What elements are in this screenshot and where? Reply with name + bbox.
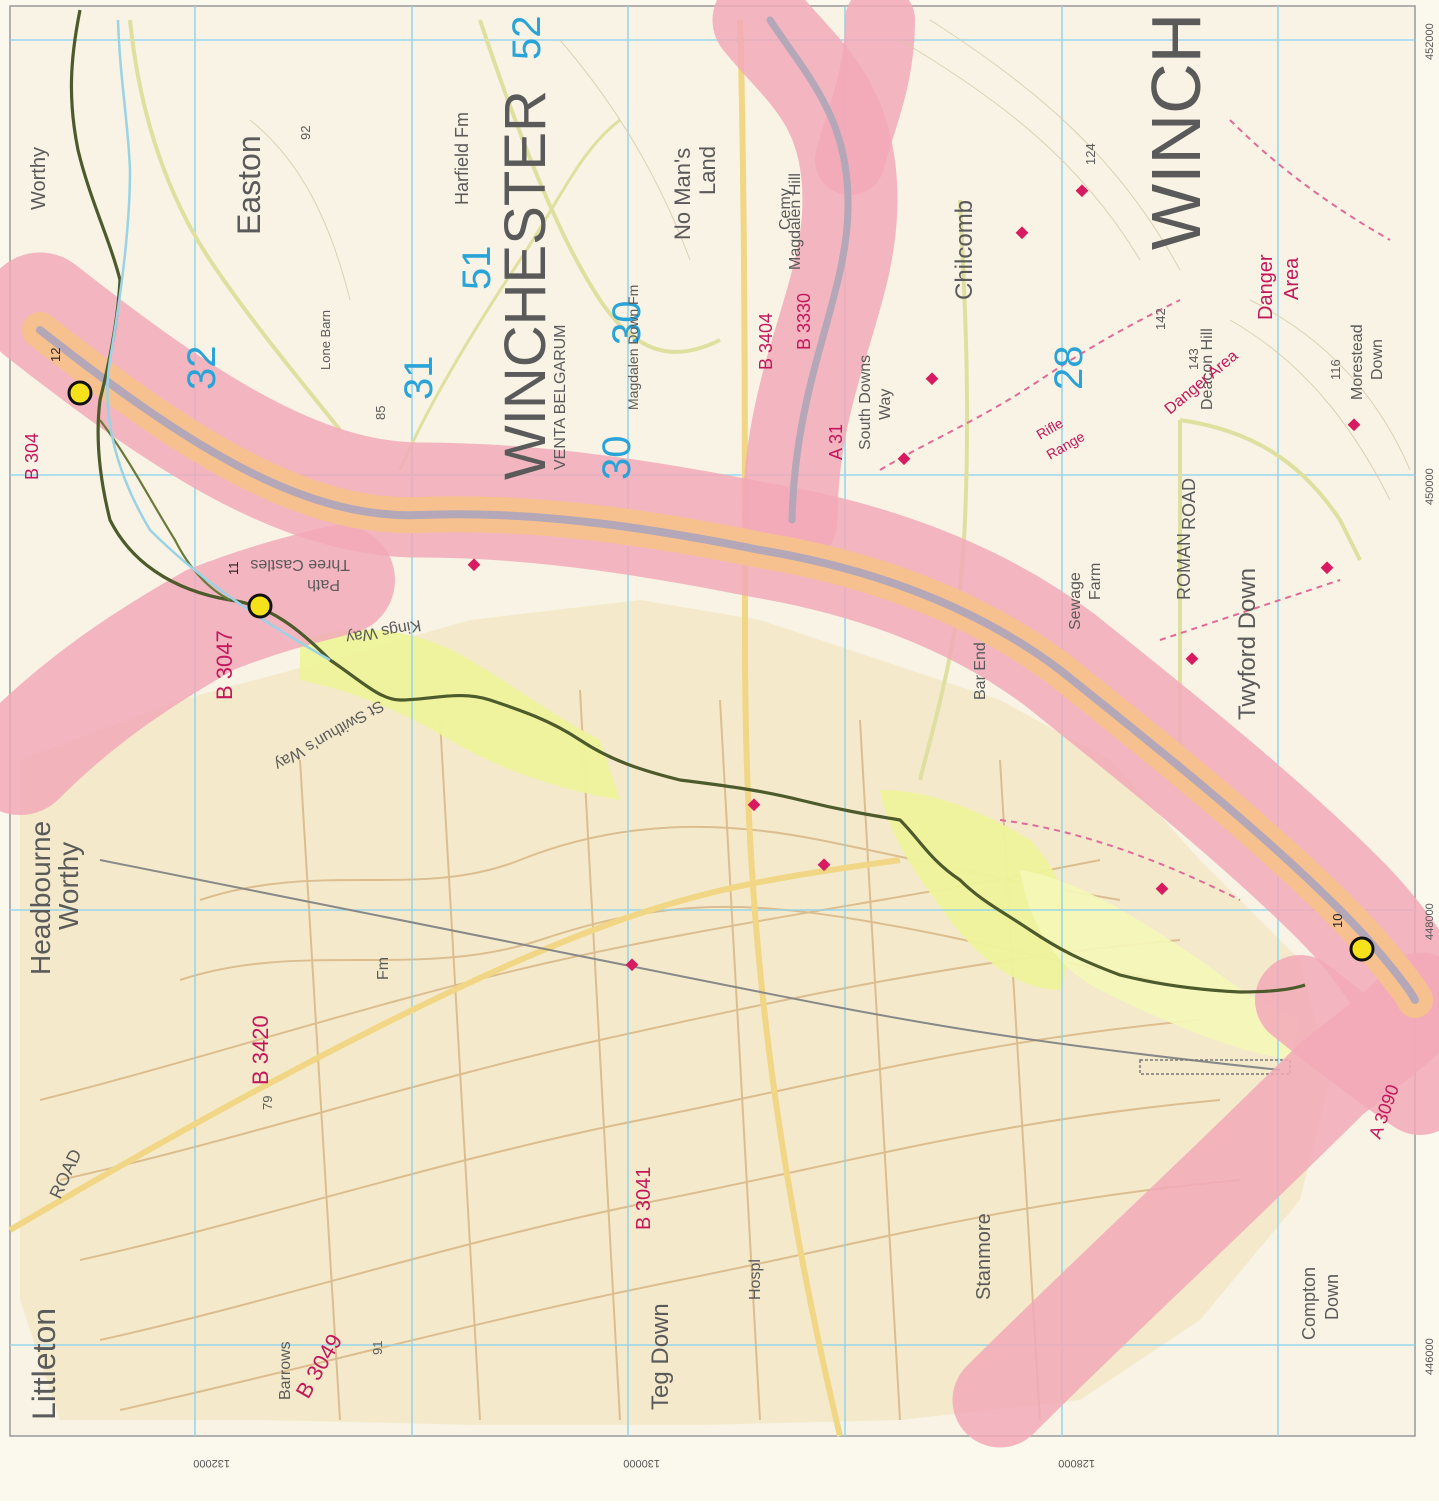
label-teg-down: Teg Down	[647, 1303, 674, 1410]
park-area-south	[1020, 870, 1300, 1060]
grid-number-52: 52	[505, 16, 549, 61]
label-twyford-down: Twyford Down	[1234, 568, 1261, 720]
label-hill-124: 124	[1083, 143, 1098, 165]
grid-number-28: 28	[1047, 346, 1091, 391]
label-hill-92: 92	[298, 126, 313, 140]
label-south-downs: South Downs	[857, 355, 874, 450]
label-morestead: Morestead	[1349, 324, 1366, 400]
label-b304: B 304	[22, 433, 42, 480]
label-no-mans-land: No Man's	[670, 148, 695, 240]
grid-number-32: 32	[180, 346, 224, 391]
edge-coordinate-labels: 452000 450000 448000 446000 132000 13000…	[193, 23, 1436, 1469]
junction-10[interactable]: 10	[1330, 914, 1375, 962]
motorway-corridor-southeast	[1255, 955, 1439, 1135]
contour-lines	[249, 19, 1411, 501]
label-hill-79: 79	[260, 1096, 275, 1110]
label-roman: ROMAN	[1174, 533, 1194, 600]
label-magdalen-down-fm: Magdalen Down Fm	[625, 285, 641, 410]
label-danger-1: Danger	[1255, 254, 1277, 320]
label-fm: Fm	[375, 957, 392, 980]
motorway-carriageway-line	[36, 326, 1419, 1004]
label-worthy: Worthy	[53, 842, 84, 930]
label-chilcomb: Chilcomb	[951, 200, 978, 300]
label-easton: Easton	[231, 135, 267, 235]
label-sewage: Sewage	[1067, 572, 1084, 630]
edge-coord-right-0: 452000	[1424, 23, 1436, 60]
label-b3047: B 3047	[212, 630, 237, 700]
label-kings-worthy: Worthy	[28, 147, 50, 210]
edge-coord-right-2: 448000	[1424, 903, 1436, 940]
country-roads	[8, 19, 1362, 1437]
edge-coord-bottom-1: 130000	[623, 1457, 660, 1469]
park-area-east	[880, 790, 1070, 990]
label-cemetery: Cemy	[777, 188, 794, 230]
junction-markers: 12 11 10	[48, 348, 1375, 962]
label-roman-road: ROAD	[1179, 478, 1199, 530]
junction-12-label: 12	[48, 348, 63, 362]
label-lone-barn: Lone Barn	[318, 310, 333, 370]
label-bar-end: Bar End	[972, 642, 989, 700]
place-labels: WINCHESTER VENTA BELGARUM WINCH Easton L…	[25, 13, 1386, 1420]
label-littleton: Littleton	[26, 1308, 62, 1420]
label-compton: Compton	[1299, 1267, 1319, 1340]
motorway-north-spur	[766, 16, 852, 524]
label-hill-91: 91	[370, 1341, 385, 1355]
grid-number-30b: 30	[595, 436, 639, 481]
label-sewage-farm: Farm	[1087, 563, 1104, 600]
label-compton-down: Down	[1322, 1274, 1342, 1320]
label-harfield: Harfield Fm	[452, 112, 472, 205]
label-hill-143: 143	[1186, 348, 1201, 370]
label-b3420: B 3420	[248, 1015, 273, 1085]
label-magdalen-hill: Magdalen Hill	[787, 173, 804, 270]
label-hospital: Hospl	[747, 1259, 764, 1300]
edge-coord-right-3: 446000	[1424, 1338, 1436, 1375]
label-b3404: B 3404	[756, 313, 776, 370]
grid-number-51: 51	[455, 246, 499, 291]
railway	[99, 859, 1281, 1071]
label-no-mans-land-2: Land	[695, 146, 720, 195]
river-itchen	[106, 19, 331, 662]
label-hill-85: 85	[373, 406, 388, 420]
motorway-corridor-west	[0, 525, 395, 815]
label-winchester: WINCHESTER	[493, 90, 558, 480]
label-south-downs-way: Way	[877, 389, 894, 420]
junction-10-label: 10	[1330, 914, 1345, 928]
edge-coord-bottom-0: 132000	[193, 1457, 230, 1469]
junction-12[interactable]: 12	[48, 348, 93, 406]
label-three-castles: Three Castles	[250, 556, 350, 573]
grid-number-30a: 30	[605, 301, 649, 346]
label-hill-116: 116	[1328, 359, 1343, 380]
label-deacon-hill: Deacon Hill	[1199, 328, 1216, 410]
grid-number-31: 31	[397, 356, 441, 401]
label-headbourne: Headbourne	[25, 821, 56, 975]
junction-11[interactable]: 11	[226, 562, 273, 619]
label-danger-2: Area	[1281, 257, 1303, 300]
motorway-corridor-north-east	[815, 0, 915, 195]
edge-coord-bottom-2: 128000	[1058, 1457, 1095, 1469]
label-three-castles-path: Path	[307, 576, 340, 593]
byway-paths	[879, 119, 1391, 901]
label-venta-belgarum: VENTA BELGARUM	[552, 324, 569, 470]
label-winch-edge: WINCH	[1137, 13, 1215, 250]
label-a31: A 31	[826, 424, 846, 460]
park-area-west	[300, 629, 620, 800]
label-barrows: Barrows	[277, 1341, 294, 1400]
label-stanmore: Stanmore	[973, 1213, 995, 1300]
grid-reference-numbers: 52 51 32 31 30 30 28	[180, 16, 1091, 481]
edge-coord-right-1: 450000	[1424, 468, 1436, 505]
label-morestead-down: Down	[1369, 339, 1386, 380]
walking-route-alt	[99, 419, 231, 601]
label-hill-142: 142	[1153, 308, 1168, 330]
label-b3330: B 3330	[794, 293, 814, 350]
junction-11-label: 11	[226, 562, 241, 576]
label-b3041: B 3041	[633, 1167, 655, 1230]
